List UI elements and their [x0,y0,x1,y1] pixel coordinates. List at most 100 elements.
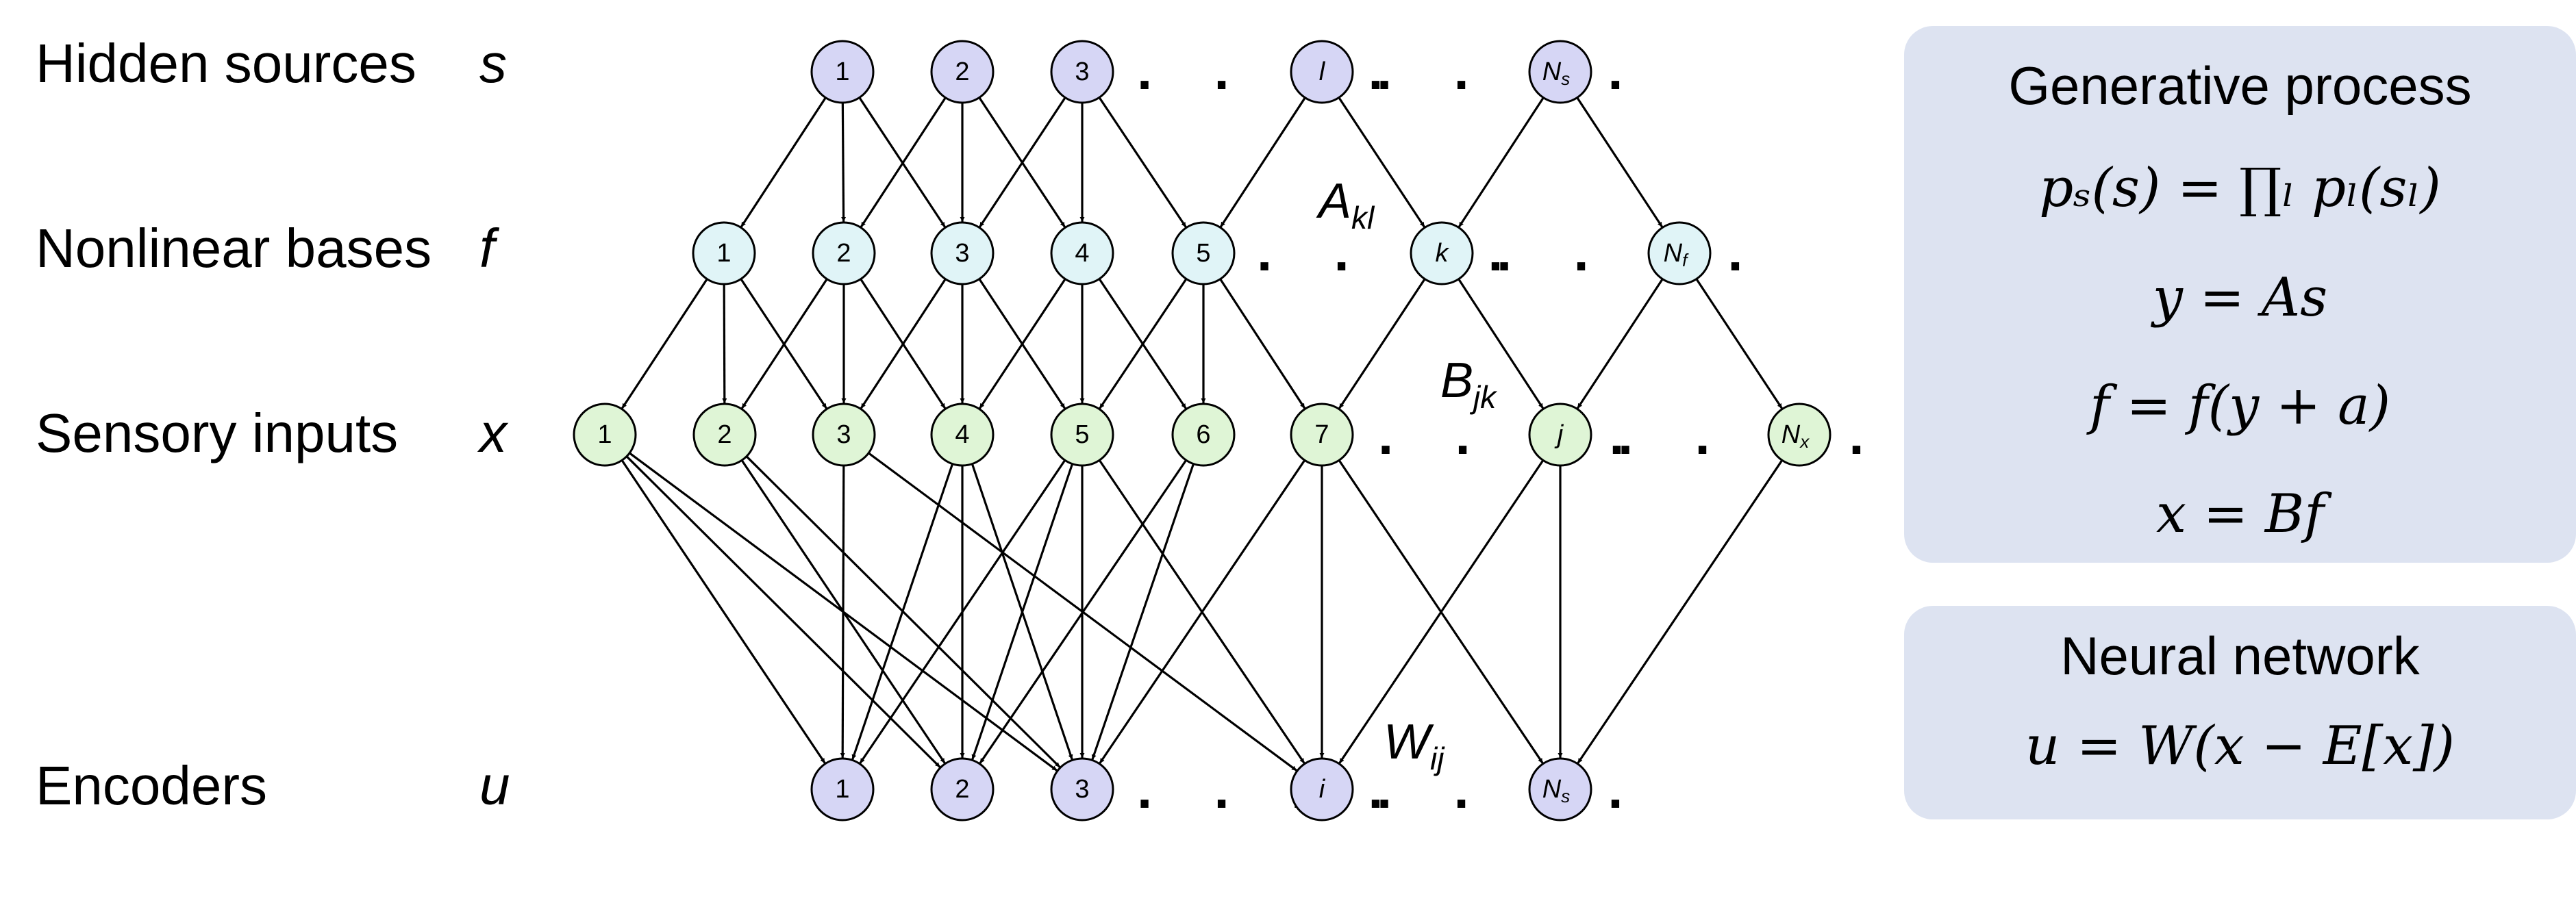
equation-encoder: u = W(x − E[x]) [2025,715,2455,777]
ellipsis-inputs-2: . . . . [1618,405,1888,466]
node-label: 2 [955,58,969,86]
node-label: Nf [1664,239,1689,270]
node-label: 2 [717,420,731,449]
node-circle [812,221,876,285]
node-label: Nx [1781,420,1810,452]
edge-inputs-0-to-encoders-1 [625,455,941,768]
edge-bases-6-to-inputs-7 [1576,278,1664,409]
edge-inputs-0-to-encoders-0 [621,459,826,764]
edge-sources-2-to-bases-2 [979,97,1066,228]
node-label: 3 [1075,775,1089,804]
edge-inputs-5-to-encoders-1 [979,459,1188,764]
node-label: l [1319,58,1326,86]
node-label: 2 [836,239,851,268]
edge-sources-0-to-bases-1 [841,102,847,222]
edge-bases-2-to-inputs-2 [860,278,947,409]
edge-bases-5-to-inputs-7 [1458,278,1545,409]
node-circle [1410,221,1474,285]
node-label: 6 [1196,420,1210,449]
node-circle [1050,40,1114,104]
node-label: Ns [1542,775,1570,806]
equation-nonlinearity: f = f(y + a) [2089,375,2391,437]
node-circle [1050,757,1114,821]
node-circle [692,403,757,467]
row-symbol-bases: f [479,218,500,279]
node-sources-1: 1 [810,40,875,104]
node-inputs-6: 6 [1171,403,1236,467]
neural-network-panel: Neural network u = W(x − E[x]) [1904,606,2576,819]
edge-inputs-4-to-encoders-1 [971,463,1074,760]
edge-bases-4-to-inputs-6 [1219,278,1306,409]
node-encoders-3: 3 [1050,757,1114,821]
node-circle [1171,221,1236,285]
node-sources-3: 3 [1050,40,1114,104]
ellipsis-bases-2: . . . . [1497,221,1766,282]
edge-inputs-8-to-encoders-4 [1577,459,1784,764]
node-inputs-8: j [1528,403,1592,467]
node-encoders-5: Ns [1528,757,1592,821]
weight-label-B: Bjk [1440,353,1497,415]
edge-inputs-7-to-encoders-3 [1338,459,1545,764]
row-label-inputs: Sensory inputs [36,403,398,463]
weight-label-W: Wij [1384,715,1445,776]
node-label: 1 [716,239,731,268]
edge-inputs-2-to-encoders-0 [840,465,845,759]
node-label: 4 [1075,239,1089,268]
node-circle [692,221,756,285]
node-circle [812,403,876,467]
edge-sources-2-to-bases-4 [1098,97,1187,228]
node-circle [1050,221,1114,285]
edge-bases-6-to-inputs-8 [1695,278,1783,409]
edge-sources-4-to-bases-5 [1458,97,1545,228]
node-circle [573,403,637,467]
edge-sources-4-to-bases-6 [1576,97,1664,228]
node-label: 4 [955,420,969,449]
node-circle [930,403,995,467]
node-circle [1528,403,1592,467]
node-circle [810,40,875,104]
edge-bases-5-to-inputs-6 [1338,278,1426,409]
weight-label-A: Akl [1316,174,1375,235]
node-inputs-5: 5 [1050,403,1114,467]
edge-sources-0-to-bases-0 [740,97,827,228]
node-sources-5: Ns [1528,40,1592,104]
node-label: 5 [1075,420,1089,449]
node-label: 1 [597,420,612,449]
row-symbol-sources: s [479,33,507,94]
node-label: 3 [1075,58,1089,86]
node-inputs-1: 1 [573,403,637,467]
node-bases-5: 5 [1171,221,1236,285]
edge-inputs-6-to-encoders-2 [1099,459,1306,764]
row-label-encoders: Encoders [36,755,267,816]
ellipsis-inputs-1: . . . . [1378,405,1648,466]
node-bases-2: 2 [812,221,876,285]
edge-sources-3-to-bases-5 [1338,97,1425,228]
edge-bases-0-to-inputs-1 [722,283,727,404]
edge-inputs-4-to-encoders-0 [859,459,1066,764]
node-circle [1528,40,1592,104]
row-symbol-encoders: u [479,755,510,816]
equation-prior: pₛ(s) = ∏ₗ pₗ(sₗ) [2039,157,2441,219]
node-inputs-2: 2 [692,403,757,467]
node-circle [1528,757,1592,821]
node-circle [930,757,995,821]
edge-inputs-5-to-encoders-2 [1091,463,1195,760]
node-label: 1 [835,775,849,804]
node-inputs-9: Nx [1767,403,1831,467]
node-encoders-1: 1 [810,757,875,821]
node-bases-6: k [1410,221,1474,285]
row-label-sources: Hidden sources [36,33,416,94]
node-label: Ns [1542,58,1570,89]
edge-sources-1-to-bases-1 [860,97,947,228]
node-circle [810,757,875,821]
node-label: i [1319,775,1326,804]
node-sources-4: l [1290,40,1354,104]
neural-network-title: Neural network [2060,626,2420,686]
node-inputs-4: 4 [930,403,995,467]
node-label: 3 [836,420,851,449]
equation-mixing: y = As [2152,267,2328,329]
edge-group [621,97,1784,772]
node-circle [1050,403,1114,467]
